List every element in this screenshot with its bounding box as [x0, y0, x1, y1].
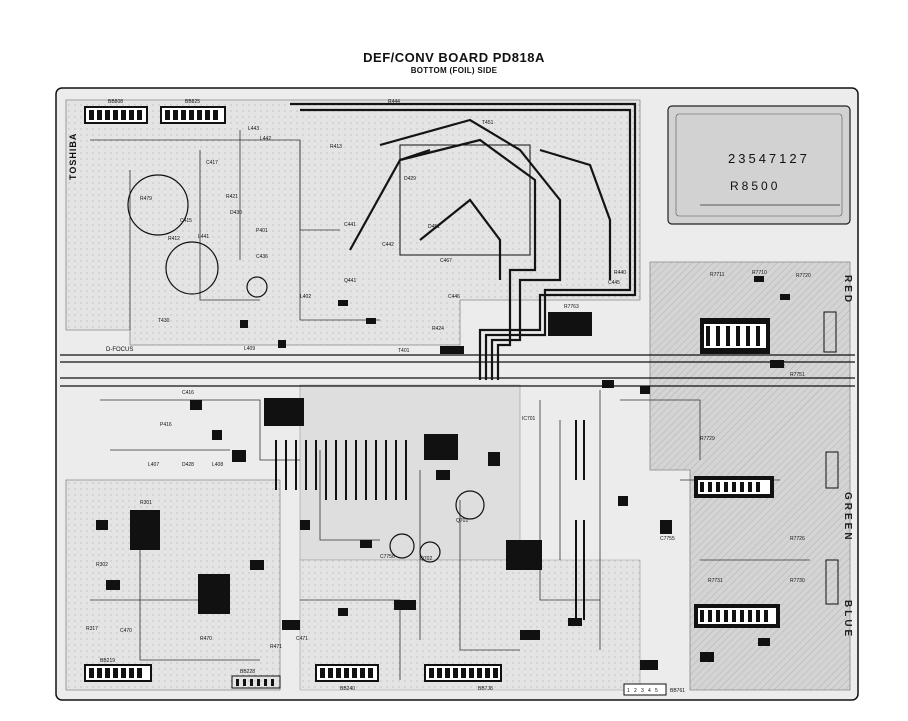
label-ic701: IC701: [522, 416, 536, 422]
label-c417: C417: [206, 160, 218, 166]
label-c436: C436: [256, 254, 268, 260]
transformer-t451: [399, 144, 531, 256]
label-r7730: R7730: [790, 578, 805, 584]
svg-text:2: 2: [634, 688, 637, 694]
connector-bb240-label: BB240: [340, 686, 355, 692]
label-l407: L407: [148, 462, 159, 468]
board-title: DEF/CONV BOARD PD818A: [363, 50, 545, 65]
label-r7711: R7711: [710, 272, 725, 278]
connector-bb7j8-label: BB7J8: [478, 686, 493, 692]
connector-bb808: BB808: [84, 99, 148, 124]
component-labels: R7711 R7710 R7720 R7726 R7731 R7729 R773…: [86, 99, 811, 650]
flyback-traces: [290, 102, 637, 380]
label-c467: C467: [440, 258, 452, 264]
large-capacitors: [127, 174, 485, 563]
connector-bb7j8: BB7J8: [424, 664, 502, 692]
connector-bb219-label: BB219: [100, 658, 115, 664]
connector-red: [823, 311, 839, 605]
label-r302: R302: [96, 562, 108, 568]
part-number-label: 23547127: [728, 151, 810, 166]
label-r412: R412: [168, 236, 180, 242]
label-r471: R471: [270, 644, 282, 650]
ic-pin-rows: [700, 326, 768, 622]
label-c442: C442: [382, 242, 394, 248]
connector-bb240: BB240: [315, 664, 379, 692]
label-l442: L442: [260, 136, 271, 142]
label-r301: R301: [140, 500, 152, 506]
label-r7710: R7710: [752, 270, 767, 276]
label-r424: R424: [432, 326, 444, 332]
svg-text:4: 4: [648, 688, 651, 694]
label-l408: L408: [212, 462, 223, 468]
brand-label: TOSHIBA: [68, 133, 78, 180]
label-r7720: R7720: [796, 273, 811, 279]
connector-bb825: BB825: [160, 99, 226, 124]
label-r413: R413: [330, 144, 342, 150]
label-c415: C415: [180, 218, 192, 224]
foil-region-bottom-left: [65, 479, 281, 691]
label-d429: D429: [404, 176, 416, 182]
label-r7726: R7726: [790, 536, 805, 542]
side-label-blue: BLUE: [842, 600, 853, 639]
svg-text:5: 5: [655, 688, 658, 694]
connector-bb228-label: BB228: [240, 669, 255, 675]
label-r470: R470: [200, 636, 212, 642]
label-r7752: R7752: [770, 364, 785, 370]
label-l409: L409: [244, 346, 255, 352]
label-c445: C445: [608, 280, 620, 286]
label-l441: L441: [198, 234, 209, 240]
label-d451: D451: [428, 224, 440, 230]
label-q441: Q441: [344, 278, 356, 284]
label-r7751: R7751: [790, 372, 805, 378]
connector-bb228: BB228: [231, 669, 281, 689]
svg-text:1: 1: [627, 688, 630, 694]
label-r317: R317: [86, 626, 98, 632]
label-l443: L443: [248, 126, 259, 132]
horizontal-bus: [60, 354, 855, 387]
label-r421: R421: [226, 194, 238, 200]
connector-bb219: BB219: [84, 658, 152, 682]
connector-bb825-label: BB825: [185, 99, 200, 105]
label-c7756: C7756: [380, 554, 395, 560]
side-label-red: RED: [842, 275, 853, 305]
label-c416: C416: [182, 390, 194, 396]
solder-pads: [96, 276, 790, 670]
vertical-strips: [275, 420, 585, 620]
focus-label: D-FOCUS: [106, 347, 133, 353]
label-r7763: R7763: [564, 304, 579, 310]
label-l402: L402: [300, 294, 311, 300]
label-r7731: R7731: [708, 578, 723, 584]
svg-text:3: 3: [641, 688, 644, 694]
foil-region-top-left: [65, 99, 641, 346]
label-d428: D428: [182, 462, 194, 468]
label-c441: C441: [344, 222, 356, 228]
label-c446: C446: [448, 294, 460, 300]
label-c7755: C7755: [660, 536, 675, 542]
label-t451: T451: [482, 120, 494, 126]
label-d430: D430: [230, 210, 242, 216]
connector-bb808-label: BB808: [108, 99, 123, 105]
connector-bb761-label: BB761: [670, 688, 685, 694]
label-t401: T401: [398, 348, 410, 354]
label-q702: Q702: [420, 556, 432, 562]
label-r7729: R7729: [700, 436, 715, 442]
label-t430: T430: [158, 318, 170, 324]
label-r479: R479: [140, 196, 152, 202]
label-c471: C471: [296, 636, 308, 642]
side-label-green: GREEN: [842, 492, 853, 543]
label-r440: R440: [614, 270, 626, 276]
foil-region-center: [299, 384, 521, 561]
board-subtitle: BOTTOM (FOIL) SIDE: [410, 66, 498, 75]
label-r444: R444: [388, 99, 400, 105]
label-p416: P416: [160, 422, 172, 428]
label-c470: C470: [120, 628, 132, 634]
label-panel: [667, 105, 851, 225]
label-p401: P401: [256, 228, 268, 234]
label-q701: Q701: [456, 518, 468, 524]
model-code-label: R8500: [730, 179, 780, 193]
